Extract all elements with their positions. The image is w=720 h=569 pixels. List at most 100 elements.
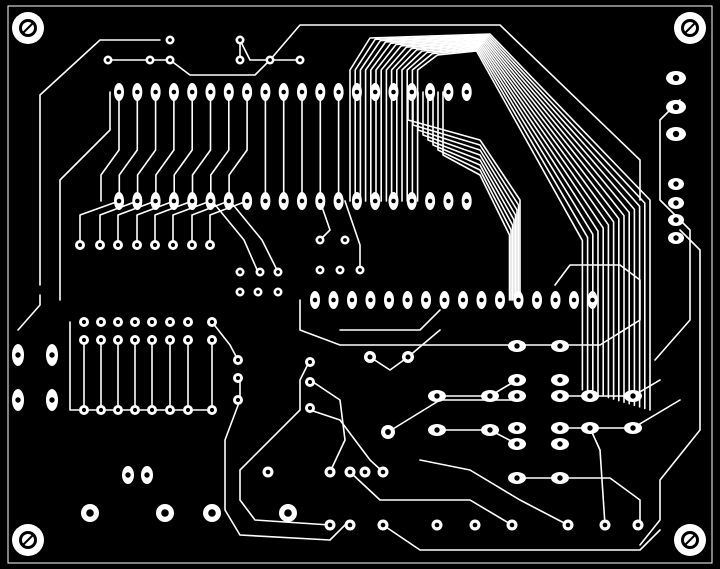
outer-trace	[269, 24, 641, 201]
via-pad	[315, 235, 325, 245]
via-pad	[315, 265, 325, 275]
ic-top-row-pad	[297, 83, 307, 101]
outer-trace	[17, 294, 41, 331]
resistor-pad	[551, 390, 569, 402]
ic-middle-row-pad	[425, 192, 436, 210]
mounting-hole-top-right	[674, 12, 706, 44]
ic-top-row-pad	[333, 83, 344, 101]
ic-lower-pad	[476, 291, 487, 309]
top-via	[295, 55, 305, 65]
ic-top-row-pad	[461, 83, 472, 101]
fan-pad	[113, 240, 123, 250]
resistor-trace	[516, 477, 641, 521]
ic-middle-row-pad	[223, 192, 234, 210]
resistor-pad	[508, 374, 526, 386]
ic-lower-pad	[439, 291, 450, 309]
fan-trace	[117, 200, 157, 246]
bus-trace	[437, 91, 512, 301]
small-pad	[141, 466, 153, 484]
dip-pad	[183, 405, 193, 415]
fan-pad	[75, 240, 85, 250]
connector-right-pad	[666, 71, 686, 85]
ic-top-row-pad	[205, 83, 216, 101]
via-trace	[211, 200, 259, 273]
bus-trace	[385, 42, 615, 400]
bottom-trace	[419, 459, 569, 526]
ic-top-row-pad	[150, 83, 161, 101]
via-pad	[335, 265, 345, 275]
ic-top-row-pad	[406, 83, 417, 101]
via-pad	[340, 235, 350, 245]
bottom-pad	[599, 519, 611, 531]
top-via	[165, 55, 175, 65]
dip-pad	[233, 355, 243, 365]
connector-pad	[12, 344, 24, 366]
ic-middle-row-pad	[406, 192, 417, 210]
fan-pad	[150, 240, 160, 250]
ic-top-row-pad	[132, 83, 143, 101]
dip-pad	[96, 405, 106, 415]
ic-middle-row-pad	[242, 192, 253, 210]
ic-middle-row-pad	[388, 192, 399, 210]
dip-pad	[183, 317, 193, 327]
ic-top-row-pad	[242, 83, 253, 101]
ic-middle-row-pad	[351, 192, 362, 210]
ic-link-trace	[173, 91, 193, 202]
bus-trace	[432, 91, 514, 301]
outer-trace	[639, 229, 701, 546]
ic-lower-pad	[550, 291, 561, 309]
ic-middle-row-pad	[150, 192, 161, 210]
via-trace	[319, 200, 331, 241]
large-pad	[203, 504, 221, 522]
ic-lower-pad	[495, 291, 505, 309]
dip-pad	[130, 335, 140, 345]
dip-pad	[96, 335, 106, 345]
ic-middle-row-pad	[297, 192, 307, 210]
ic-lower-pad	[532, 291, 542, 309]
ic-top-row-pad	[187, 83, 198, 101]
bottom-pad	[562, 519, 574, 531]
bus-trace	[401, 46, 599, 396]
ic-link-trace	[228, 91, 248, 202]
ic-lower-pad	[365, 291, 376, 309]
ic-middle-row-pad	[315, 192, 326, 210]
ic-link-trace	[155, 91, 175, 202]
ic-lower-trace	[339, 309, 441, 331]
ic-link-trace	[100, 91, 120, 202]
dip-pad	[79, 317, 89, 327]
via-pad	[235, 267, 245, 277]
via-pad	[355, 265, 365, 275]
fan-pad	[187, 240, 197, 250]
bottom-pad	[506, 519, 518, 531]
bottom-pad	[324, 466, 336, 478]
bottom-pad	[262, 466, 274, 478]
mounting-hole-bottom-left	[12, 524, 44, 556]
bottom-pad	[233, 395, 243, 405]
ic-top-row-pad	[425, 83, 436, 101]
component-pad	[364, 351, 376, 363]
connector-right-pad	[668, 197, 684, 209]
bottom-trace	[309, 379, 346, 473]
ic-middle-row-pad	[333, 192, 344, 210]
bottom-pad	[324, 519, 336, 531]
dip-pad	[113, 335, 123, 345]
ic-top-row-pad	[278, 83, 289, 101]
ic-top-row-pad	[443, 83, 454, 101]
dip-pad	[147, 317, 157, 327]
fan-pad	[168, 240, 178, 250]
dip-pad	[165, 335, 175, 345]
dip-trace	[211, 321, 239, 361]
ic-middle-row-pad	[168, 192, 179, 210]
via-pad	[273, 267, 283, 277]
outer-trace	[239, 39, 301, 61]
ic-lower-pad	[310, 291, 320, 309]
bus-trace	[417, 91, 518, 301]
ic-lower-pad	[384, 291, 394, 309]
ic-link-trace	[191, 91, 212, 202]
ic-top-row-pad	[370, 83, 381, 101]
ic-lower-pad	[328, 291, 339, 309]
connector-right-pad	[668, 232, 684, 244]
via-pad	[235, 287, 245, 297]
ic-link-trace	[136, 91, 157, 202]
